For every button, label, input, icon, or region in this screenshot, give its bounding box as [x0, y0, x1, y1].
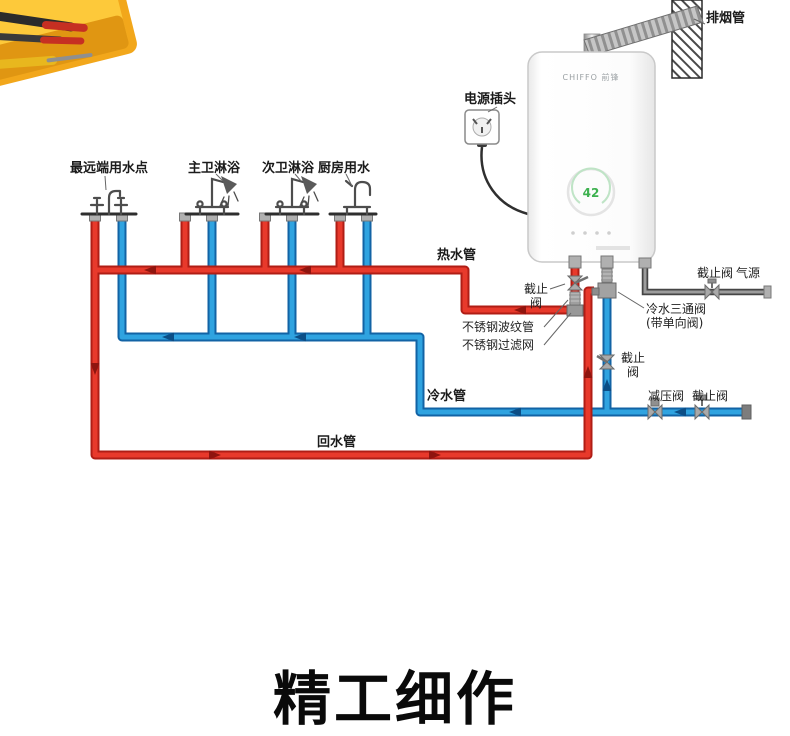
gas-stop-valve-label: 截止阀	[697, 266, 733, 280]
fixture-shower-second	[264, 174, 320, 216]
cold-stop-valve-label-line1: 截止	[621, 351, 645, 365]
pipe-fittings	[89, 212, 373, 222]
heater-brand: CHIFFO 前锋	[562, 72, 619, 82]
pressure-reducing-valve	[647, 397, 663, 421]
fixture-kitchen-faucet	[328, 179, 378, 216]
hot-stop-valve-label-line1: 截止	[524, 282, 548, 296]
hot-pipe-label: 热水管	[437, 247, 476, 263]
main-stop-valve	[694, 394, 710, 421]
fixture-label-second-shower: 次卫淋浴	[262, 160, 315, 176]
exhaust-pipe-label: 排烟管	[706, 10, 745, 26]
filter-label: 不锈钢过滤网	[462, 338, 534, 352]
corrugated-pipe-label: 不锈钢波纹管	[462, 319, 534, 334]
heater-ports	[568, 255, 652, 269]
three-way-valve	[591, 282, 617, 299]
water-heater: CHIFFO 前锋 42	[527, 51, 656, 263]
toolbox-photo	[0, 0, 137, 90]
power-plug-label: 电源插头	[464, 91, 516, 107]
gas-stop-valve	[704, 278, 720, 301]
pointer-lines	[104, 18, 706, 346]
gas-pipe	[641, 266, 772, 299]
fixture-faucet-far	[80, 189, 138, 216]
fixture-label-master-shower: 主卫淋浴	[188, 160, 241, 176]
hot-stop-valve	[566, 275, 589, 291]
cold-pipe-label: 冷水管	[427, 388, 466, 404]
three-way-valve-label-line2: (带单向阀)	[646, 315, 703, 330]
power-cord	[477, 139, 529, 216]
heater-temp-display: 42	[583, 186, 600, 200]
gas-source-label: 气源	[736, 265, 760, 280]
fixture-shower-master	[184, 176, 240, 216]
main-stop-valve-label: 截止阀	[692, 389, 728, 403]
filter-fitting	[566, 304, 584, 317]
flow-arrows	[90, 265, 686, 460]
fixture-label-far-point: 最远端用水点	[70, 160, 148, 176]
power-outlet	[464, 109, 500, 145]
cold-stop-valve	[596, 354, 616, 370]
return-pipe-label: 回水管	[317, 434, 356, 450]
exhaust-duct	[583, 5, 704, 57]
cold-main-end-cap	[741, 404, 752, 420]
page-title: 精工细作	[272, 665, 517, 733]
hot-stop-valve-label-line2: 阀	[530, 296, 542, 310]
three-way-valve-label-line1: 冷水三通阀	[646, 302, 706, 316]
cold-inlet-corrugated	[601, 268, 613, 283]
pressure-valve-label: 减压阀	[648, 389, 684, 403]
cold-pipe-network	[117, 213, 745, 417]
cold-stop-valve-label-line2: 阀	[627, 365, 639, 379]
fixture-label-kitchen: 厨房用水	[318, 160, 371, 176]
hot-pipe-network	[90, 213, 594, 460]
